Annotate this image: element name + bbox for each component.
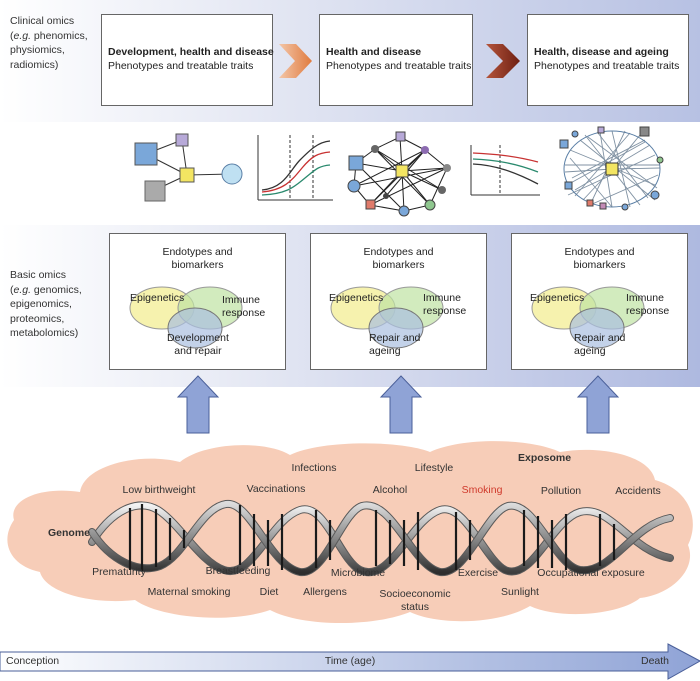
factor-sunlight: Sunlight [501, 586, 539, 598]
sigmoid-chart-icon [257, 135, 333, 201]
timeline-end-label: Death [641, 655, 670, 667]
stage-chevrons [279, 44, 520, 78]
venn-label-immune: Immune response [626, 292, 670, 317]
factor-alcohol: Alcohol [372, 484, 408, 496]
venn-label-bottom: Repair and ageing [369, 332, 421, 357]
venn-label-immune: Immune response [423, 292, 467, 317]
timeline-axis-label: Time (age) [324, 655, 376, 667]
factor-allergens: Allergens [303, 586, 347, 598]
up-arrow-icon [379, 375, 423, 434]
venn-label-immune: Immune response [222, 294, 266, 319]
venn-label-epigenetics: Epigenetics [530, 292, 585, 304]
dna-helix-icon [88, 499, 674, 577]
chevron-icon [279, 44, 312, 78]
stage-box-ageing: Health, disease and ageing Phenotypes an… [527, 14, 689, 106]
factor-socioeconomic-status: Socioeconomic status [379, 588, 451, 613]
venn-label-bottom: Development and repair [167, 332, 229, 357]
factor-smoking: Smoking [461, 484, 503, 496]
clinical-omics-label: Clinical omics (e.g. phenomics, physiomi… [10, 15, 88, 71]
venn-diagram-icon [129, 286, 243, 349]
factor-pollution: Pollution [540, 485, 582, 497]
small-network-icon [134, 133, 243, 202]
factor-lifestyle: Lifestyle [414, 462, 454, 474]
stage-box-development: Development, health and disease Phenotyp… [101, 14, 274, 106]
genome-label: Genome [48, 527, 91, 539]
factor-microbiome: Microbiome [330, 567, 386, 579]
up-arrow-icon [176, 375, 220, 434]
factor-diet: Diet [259, 586, 279, 598]
factor-low-birthweight: Low birthweight [122, 484, 196, 496]
factor-breastfeeding: Breastfeeding [205, 565, 271, 577]
timeline-arrow [0, 643, 700, 680]
factor-exercise: Exercise [457, 567, 499, 579]
exposome-cloud [7, 441, 693, 624]
up-arrow-icon [576, 375, 620, 434]
exposome-label: Exposome [518, 452, 572, 464]
dense-network-icon [559, 126, 664, 211]
factor-prematurity: Prematurity [92, 566, 146, 578]
endotype-box-2: Endotypes and biomarkers Epigenetics Imm… [310, 233, 487, 370]
timeline-start-label: Conception [6, 655, 60, 667]
endotype-heading: Endotypes and biomarkers [363, 246, 434, 271]
decline-chart-icon [470, 145, 540, 196]
stage-box-health: Health and disease Phenotypes and treata… [319, 14, 473, 106]
factor-accidents: Accidents [615, 485, 661, 497]
medium-network-nodes [347, 131, 451, 217]
endotype-box-1: Endotypes and biomarkers Epigenetics Imm… [109, 233, 286, 370]
venn-label-epigenetics: Epigenetics [329, 292, 384, 304]
venn-diagram-icon [531, 286, 645, 349]
chevron-icon [486, 44, 520, 78]
network-illustrations [134, 126, 664, 217]
venn-label-bottom: Repair and ageing [574, 332, 626, 357]
endotype-heading: Endotypes and biomarkers [162, 246, 233, 271]
factor-maternal-smoking: Maternal smoking [147, 586, 231, 598]
endotype-box-3: Endotypes and biomarkers Epigenetics Imm… [511, 233, 688, 370]
venn-label-epigenetics: Epigenetics [130, 292, 185, 304]
factor-occupational-exposure: Occupational exposure [537, 567, 645, 579]
basic-omics-label: Basic omics (e.g. genomics, epigenomics,… [10, 269, 82, 339]
factor-infections: Infections [291, 462, 337, 474]
venn-diagram-icon [330, 286, 444, 349]
factor-vaccinations: Vaccinations [246, 483, 306, 495]
endotype-heading: Endotypes and biomarkers [564, 246, 635, 271]
